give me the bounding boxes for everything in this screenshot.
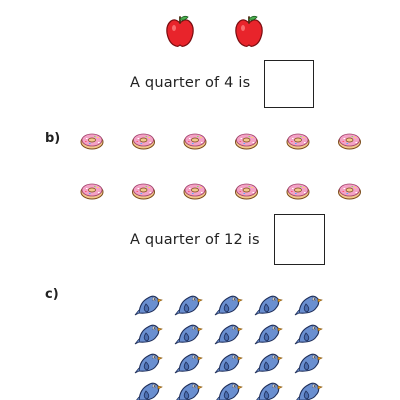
donut-icon xyxy=(183,183,207,200)
donut-icon xyxy=(183,133,207,150)
apple-icon xyxy=(166,15,194,47)
question-c-label: c) xyxy=(45,287,59,302)
bird-icon xyxy=(176,382,203,400)
bird-icon xyxy=(254,353,283,374)
bird-icon xyxy=(216,382,243,400)
bird-icon xyxy=(174,295,203,316)
bird-icon xyxy=(254,324,283,345)
donut-icon xyxy=(286,133,310,150)
donut-icon xyxy=(80,183,104,200)
answer-box-b[interactable] xyxy=(274,214,325,265)
donut-icon xyxy=(235,183,258,200)
bird-icon xyxy=(136,382,163,400)
question-b-sentence: A quarter of 12 is xyxy=(130,232,260,248)
bird-icon xyxy=(256,382,283,400)
donut-icon xyxy=(80,133,104,150)
bird-icon xyxy=(214,295,243,316)
donut-icon xyxy=(338,133,361,150)
bird-icon xyxy=(294,324,323,345)
question-b-label: b) xyxy=(45,131,61,146)
bird-icon xyxy=(134,324,163,345)
bird-icon xyxy=(134,353,163,374)
donut-icon xyxy=(132,133,155,150)
donut-icon xyxy=(286,183,310,200)
bird-icon xyxy=(294,295,323,316)
donut-icon xyxy=(338,183,361,200)
question-a-sentence: A quarter of 4 is xyxy=(130,75,251,91)
bird-grid xyxy=(134,295,323,400)
bird-icon xyxy=(134,295,163,316)
donut-grid xyxy=(80,133,361,200)
bird-icon xyxy=(174,324,203,345)
answer-box-a[interactable] xyxy=(264,60,314,108)
bird-icon xyxy=(296,382,323,400)
bird-icon xyxy=(174,353,203,374)
bird-icon xyxy=(294,353,323,374)
bird-icon xyxy=(214,324,243,345)
apple-icon xyxy=(235,15,263,47)
donut-icon xyxy=(235,133,258,150)
bird-icon xyxy=(254,295,283,316)
donut-icon xyxy=(132,183,155,200)
bird-icon xyxy=(214,353,243,374)
